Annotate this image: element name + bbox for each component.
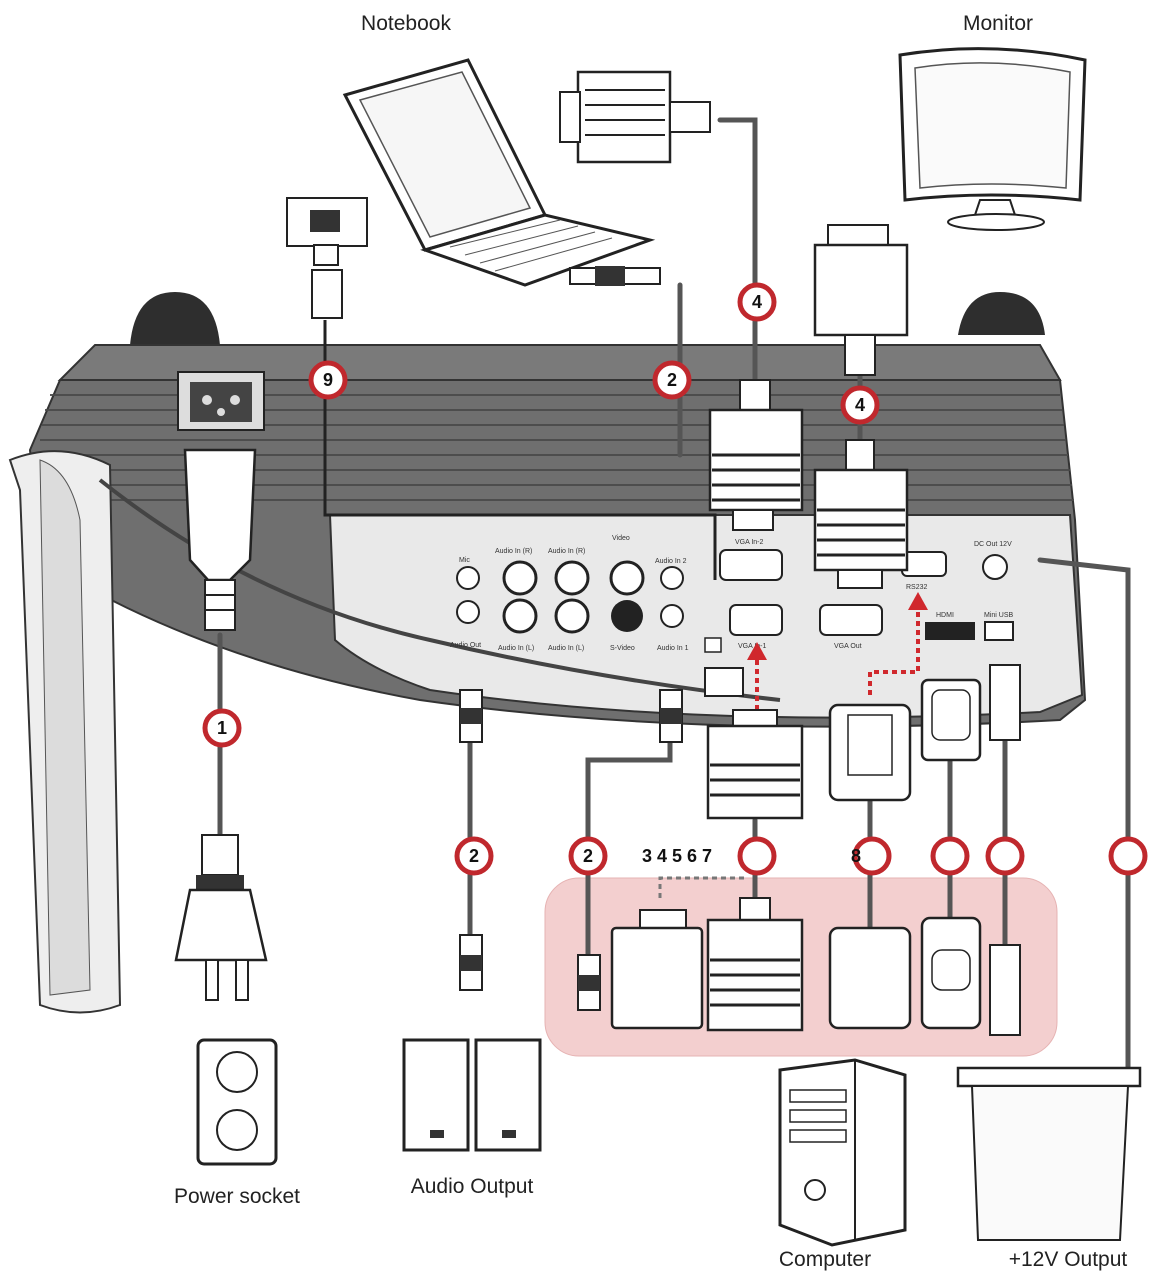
badge-2-audio-out: 2 [454, 836, 494, 876]
rs232-plug [828, 703, 912, 802]
label-notebook: Notebook [361, 12, 451, 35]
badge-8: 8 [851, 836, 892, 876]
badge-9: 9 [308, 360, 348, 400]
zone-audio-plug [577, 954, 601, 1011]
monitor-display [898, 47, 1087, 231]
computer-tower [778, 1058, 907, 1247]
panel-ports [456, 549, 1014, 697]
label-mini-usb: Mini USB [984, 612, 1014, 619]
label-audio-in-l: Audio In (L) [498, 645, 534, 652]
panel-labels: Mic Audio Out Audio In (R) Audio In (R) … [450, 535, 1014, 652]
connector-numbers-3-7: 3 4 5 6 7 [642, 846, 712, 866]
label-vga-out: VGA Out [834, 643, 862, 650]
svg-text:8: 8 [851, 846, 861, 866]
label-s-video: S-Video [610, 645, 635, 652]
svg-text:2: 2 [667, 370, 677, 390]
label-audio-in-l-2: Audio In (L) [548, 645, 584, 652]
label-audio-in-r-2: Audio In (R) [548, 548, 585, 555]
svg-text:4: 4 [752, 292, 762, 312]
label-audio-in-2: Audio In 2 [655, 558, 687, 565]
badge-4-monitor: 4 [840, 385, 880, 425]
badge-2-audio-in: 2 [568, 836, 608, 876]
audio-out-plug [459, 689, 483, 743]
badge-2-notebook: 2 [652, 360, 692, 400]
audio-plug-notebook [569, 266, 661, 286]
svg-text:1: 1 [217, 718, 227, 738]
zone-dvi-plug [610, 909, 704, 1030]
zone-rs232-plug [828, 926, 912, 1030]
badge-4-notebook: 4 [737, 282, 777, 322]
label-computer: Computer [779, 1248, 871, 1271]
badge-vga-blank [737, 836, 777, 876]
label-video: Video [612, 535, 630, 542]
badge-1: 1 [202, 708, 242, 748]
speaker-plug [459, 934, 483, 991]
svg-text:9: 9 [323, 370, 333, 390]
label-audio-in-r: Audio In (R) [495, 548, 532, 555]
svg-text:4: 4 [855, 395, 865, 415]
badge-dc-blank [1108, 836, 1148, 876]
label-dc-out: DC Out 12V [974, 541, 1012, 548]
label-monitor: Monitor [963, 12, 1033, 35]
audio-in-plug [659, 689, 683, 743]
label-dc-output: +12V Output [1009, 1248, 1128, 1271]
svg-text:2: 2 [469, 846, 479, 866]
hdmi-plug [920, 678, 982, 762]
zone-usb-plug [989, 944, 1021, 1036]
power-plug [174, 448, 268, 1001]
badge-usb-blank [985, 836, 1025, 876]
zone-hdmi-plug [920, 916, 982, 1030]
zone-vga-plug [706, 897, 804, 1032]
label-power-socket: Power socket [174, 1185, 300, 1208]
label-rs232: RS232 [906, 584, 928, 591]
label-audio-out: Audio Out [450, 642, 481, 649]
label-mic: Mic [459, 557, 470, 564]
vga-plug-monitor [813, 224, 909, 376]
badge-hdmi-blank [930, 836, 970, 876]
usb-plug [989, 664, 1021, 741]
vga-plug-out [813, 439, 909, 589]
label-vga-in-2: VGA In-2 [735, 539, 764, 546]
svg-text:2: 2 [583, 846, 593, 866]
lan-wall-plate [286, 197, 368, 319]
label-audio-output: Audio Output [411, 1175, 534, 1198]
vga-plug-in-1 [706, 709, 804, 820]
notebook-laptop [342, 58, 656, 287]
speakers [402, 1038, 542, 1152]
vga-plug-notebook [559, 70, 711, 164]
label-vga-in-1: VGA In-1 [738, 643, 767, 650]
power-wall-socket [196, 1038, 278, 1166]
vga-plug-in-2 [708, 379, 804, 531]
label-hdmi: HDMI [936, 612, 954, 619]
projection-screen [956, 1066, 1142, 1241]
label-audio-in-1: Audio In 1 [657, 645, 689, 652]
